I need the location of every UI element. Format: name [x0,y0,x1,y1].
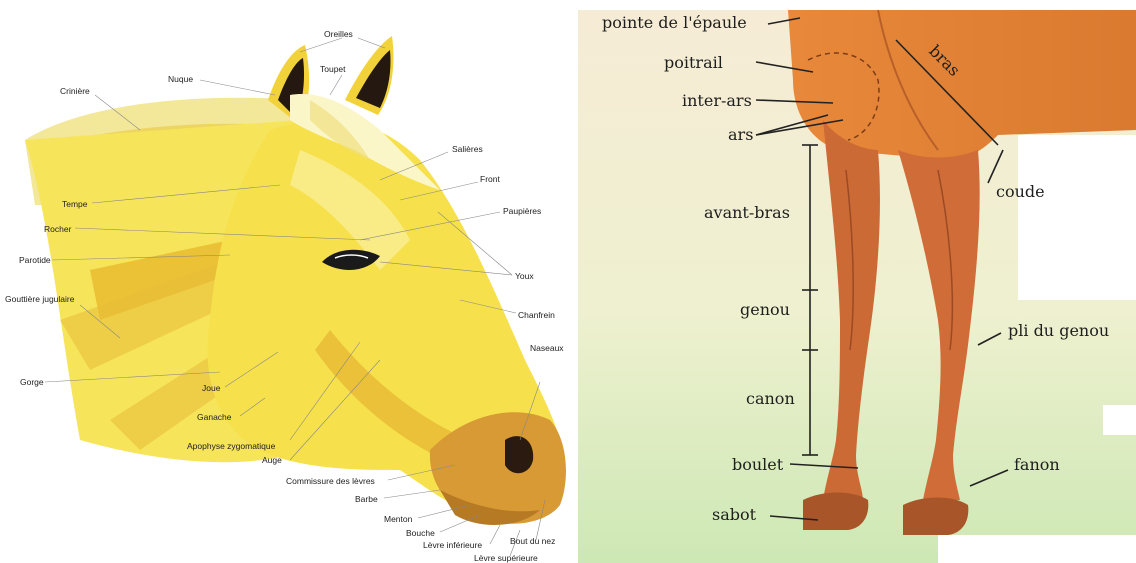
label-bouche: Bouche [406,528,435,538]
label-poitrail: poitrail [664,54,723,72]
label-fanon: fanon [1014,456,1060,474]
label-gorge: Gorge [20,377,44,387]
label-auge: Auge [262,455,282,465]
label-salieres: Salières [452,144,483,154]
label-pointe-de-l-epaule: pointe de l'épaule [602,14,747,32]
label-levre-inferieure: Lèvre inférieure [423,540,482,550]
label-menton: Menton [384,514,412,524]
label-toupet: Toupet [320,64,346,74]
label-boulet: boulet [732,456,783,474]
label-tempe: Tempe [62,199,88,209]
label-bout-du-nez: Bout du nez [510,536,555,546]
label-criniere: Crinière [60,86,90,96]
horse-leg-diagram: pointe de l'épaule poitrail inter-ars ar… [578,0,1136,563]
label-chanfrein: Chanfrein [518,310,555,320]
label-front: Front [480,174,500,184]
label-pli-du-genou: pli du genou [1008,322,1109,340]
label-youx: Youx [515,271,534,281]
label-inter-ars: inter-ars [682,92,752,110]
label-parotide: Parotide [19,255,51,265]
label-nuque: Nuque [168,74,193,84]
label-apophyse-zygomatique: Apophyse zygomatique [187,441,275,451]
label-gouttiere-jugulaire: Gouttière jugulaire [5,294,74,304]
label-joue: Joue [202,383,220,393]
label-oreilles: Oreilles [324,29,353,39]
label-avant-bras: avant-bras [704,204,790,222]
label-sabot: sabot [712,506,756,524]
horse-leg-illustration [578,0,1136,563]
label-commissure-des-levres: Commissure des lèvres [286,476,375,486]
label-naseaux: Naseaux [530,343,564,353]
label-barbe: Barbe [355,494,378,504]
label-coude: coude [996,183,1045,201]
label-levre-superieure: Lèvre supérieure [474,553,538,563]
horse-head-diagram: Oreilles Toupet Nuque Crinière Salières … [0,0,572,563]
label-genou: genou [740,301,790,319]
label-rocher: Rocher [44,224,71,234]
label-ganache: Ganache [197,412,232,422]
label-ars: ars [728,126,753,144]
label-paupieres: Paupières [503,206,541,216]
label-canon: canon [746,390,795,408]
